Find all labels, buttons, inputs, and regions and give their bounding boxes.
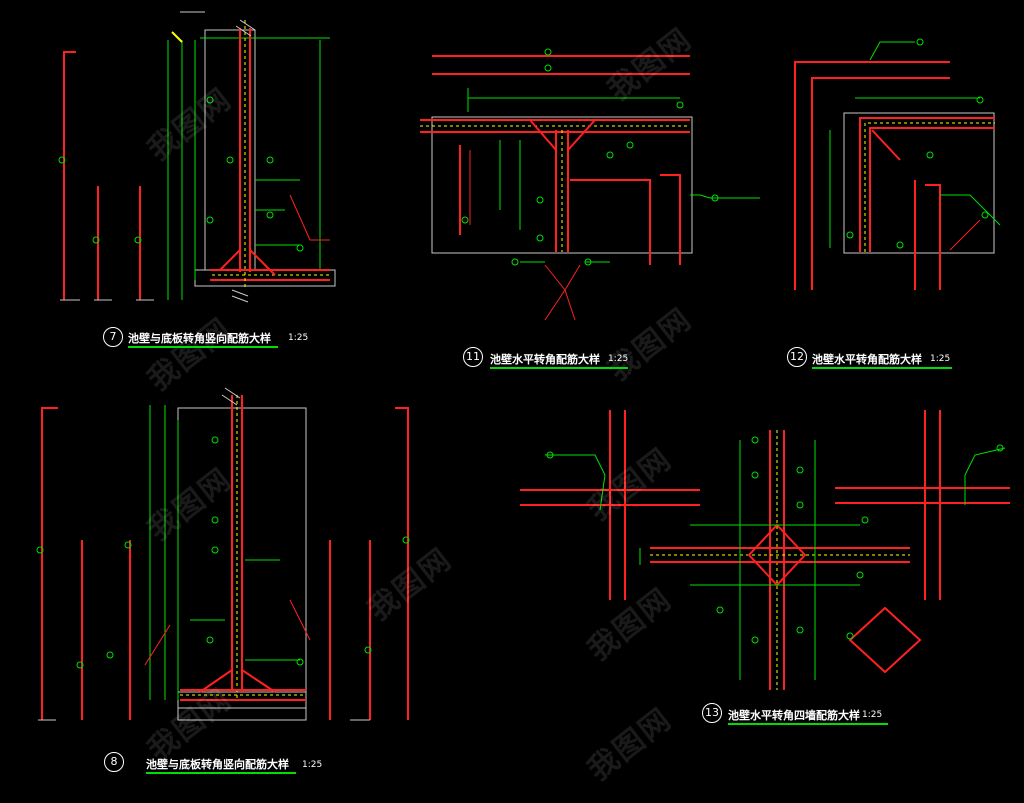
title-underline [146, 772, 296, 774]
title-underline [128, 346, 278, 348]
detail-number-13: 13 [702, 703, 722, 723]
detail-title-7: 池壁与底板转角竖向配筋大样 [128, 332, 271, 345]
detail-7-drawing [58, 11, 336, 303]
title-underline [728, 723, 888, 725]
detail-scale-12: 1:25 [930, 354, 951, 364]
detail-number-8: 8 [104, 752, 124, 772]
detail-8-drawing [36, 387, 410, 721]
detail-title-12: 池壁水平转角配筋大样 [812, 353, 922, 366]
detail-scale-7: 1:25 [288, 333, 309, 343]
detail-title-11: 池壁水平转角配筋大样 [490, 353, 600, 366]
detail-number-12: 12 [787, 347, 807, 367]
detail-scale-8: 1:25 [302, 760, 323, 770]
title-underline [490, 367, 628, 369]
detail-number-11: 11 [463, 347, 483, 367]
detail-scale-13: 1:25 [862, 710, 883, 720]
detail-13-drawing [520, 410, 1010, 690]
detail-title-8: 池壁与底板转角竖向配筋大样 [146, 758, 289, 771]
detail-number-7: 7 [103, 327, 123, 347]
detail-12-drawing [794, 38, 1001, 290]
title-underline [812, 367, 952, 369]
detail-scale-11: 1:25 [608, 354, 629, 364]
detail-11-drawing [420, 48, 760, 321]
detail-title-13: 池壁水平转角四墙配筋大样 [728, 709, 860, 722]
